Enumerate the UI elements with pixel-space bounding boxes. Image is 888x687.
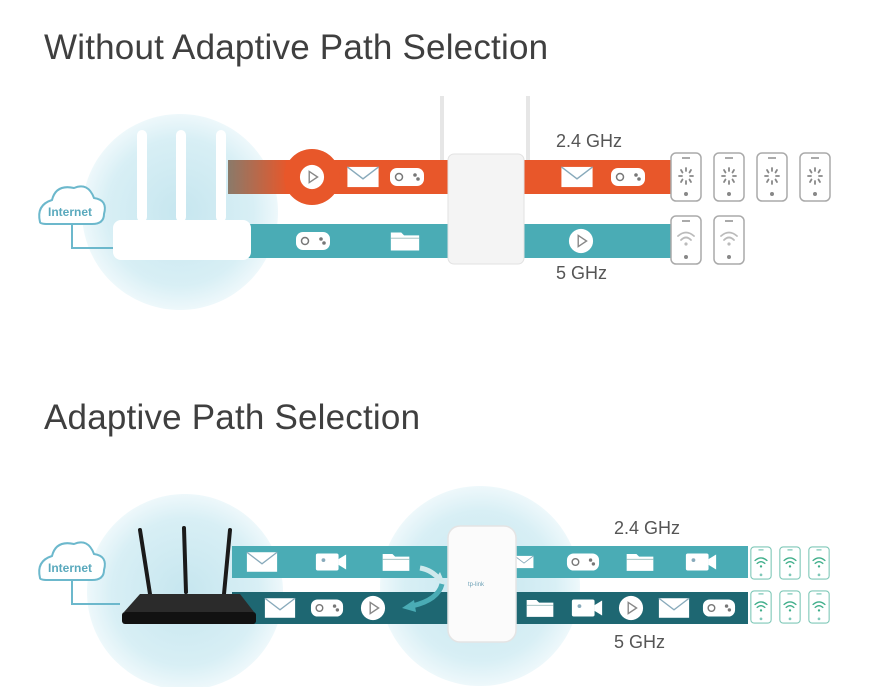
mail-icon	[658, 597, 690, 619]
gamepad-icon	[610, 167, 646, 187]
gamepad-icon	[566, 552, 600, 572]
mail-icon	[346, 166, 380, 188]
title-aps: Adaptive Path Selection	[44, 398, 421, 437]
range-extender-white	[440, 96, 530, 265]
play-icon	[299, 164, 325, 190]
band-5ghz-label: 5 GHz	[614, 632, 666, 652]
phone-wifi-icon	[779, 546, 801, 580]
phone-wifi-icon	[779, 590, 801, 624]
phone-wifi-icon	[713, 215, 745, 265]
phone-wifi-icon	[750, 546, 772, 580]
band-24ghz-fade	[228, 160, 288, 194]
router-black	[122, 526, 256, 624]
band-5ghz-label: 5 GHz	[556, 263, 608, 283]
play-icon	[360, 595, 386, 621]
phone-loading-icon	[756, 152, 788, 202]
band-24ghz-label: 2.4 GHz	[614, 518, 681, 538]
band-24ghz-label: 2.4 GHz	[556, 131, 623, 151]
play-icon	[618, 595, 644, 621]
gamepad-icon	[295, 231, 331, 251]
router-white	[113, 130, 251, 260]
mail-icon	[514, 555, 534, 569]
gamepad-icon	[310, 598, 344, 618]
phone-wifi-icon	[808, 546, 830, 580]
play-icon	[568, 228, 594, 254]
phone-loading-icon	[799, 152, 831, 202]
internet-cloud-icon: Internet	[38, 541, 120, 605]
extender-brand-label: tp-link	[468, 582, 485, 588]
title-without-aps: Without Adaptive Path Selection	[44, 28, 549, 67]
mail-icon	[264, 597, 296, 619]
mail-icon	[560, 166, 594, 188]
phone-wifi-icon	[750, 590, 772, 624]
internet-label: Internet	[48, 205, 92, 219]
internet-label: Internet	[48, 561, 92, 575]
phone-loading-icon	[670, 152, 702, 202]
gamepad-icon	[389, 167, 425, 187]
phone-wifi-icon	[670, 215, 702, 265]
gamepad-icon	[702, 598, 736, 618]
path-switch-arrows-icon	[402, 565, 446, 612]
range-extender-tplink: tp-link	[447, 525, 517, 643]
mail-icon	[246, 551, 278, 573]
phone-wifi-icon	[808, 590, 830, 624]
phone-loading-icon	[713, 152, 745, 202]
internet-cloud-icon: Internet	[38, 185, 118, 249]
